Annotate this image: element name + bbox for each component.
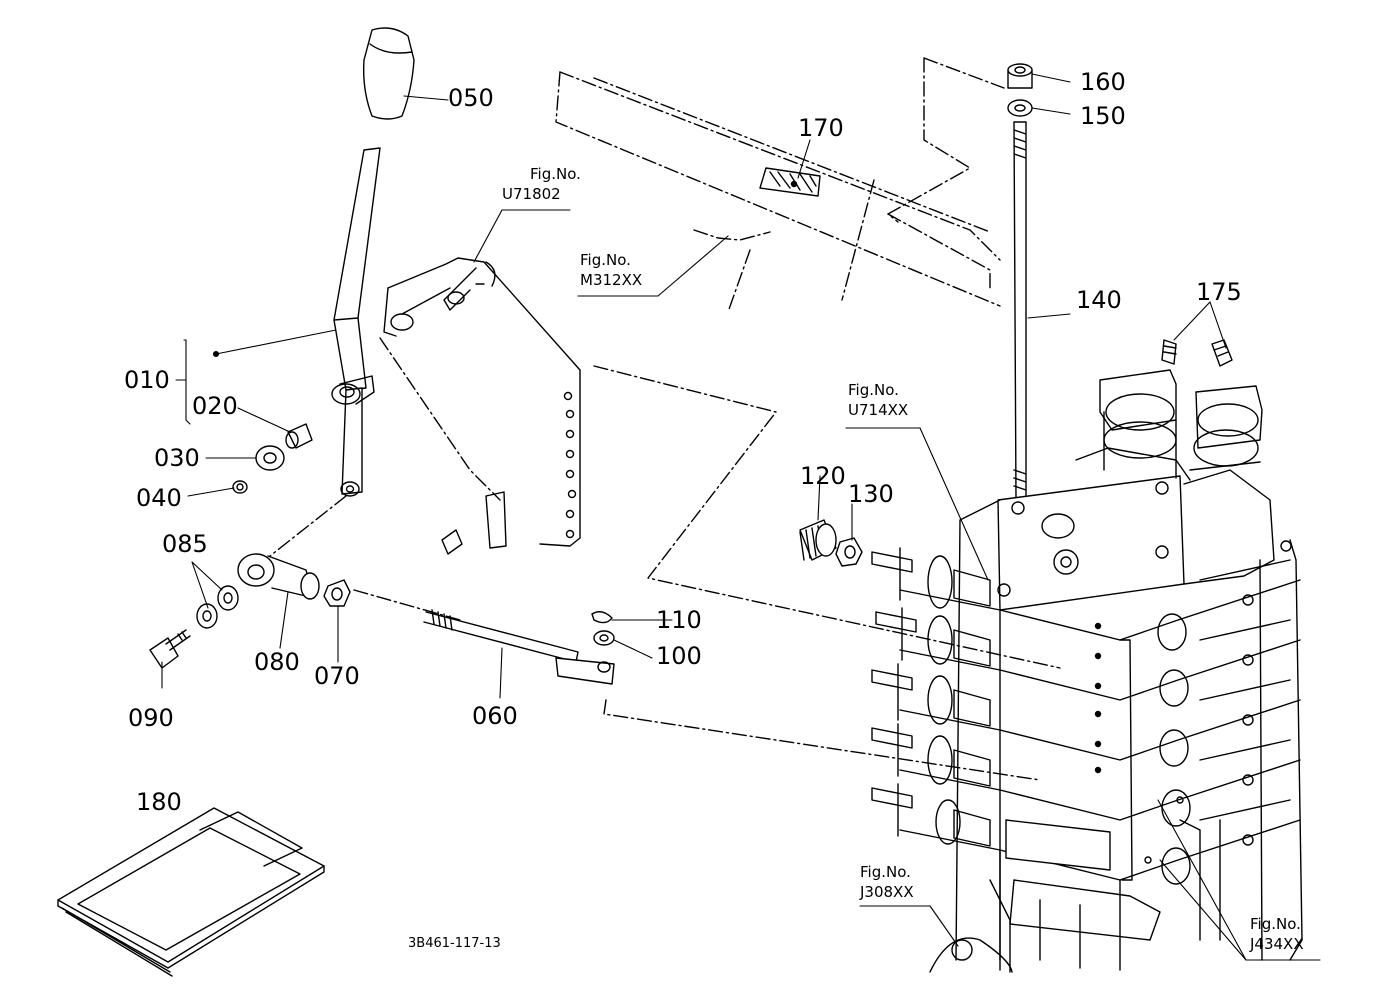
nut-070[interactable] [324,580,350,606]
knob-120[interactable] [800,520,836,560]
figref-j434xx-code: J434XX [1250,935,1304,954]
operators-manual-180[interactable] [58,808,324,976]
figref-u71802[interactable]: Fig.No. U71802 [502,164,581,205]
callout-040[interactable]: 040 [136,484,182,512]
washers-085[interactable] [197,586,238,628]
callout-080[interactable]: 080 [254,648,300,676]
callout-010[interactable]: 010 [124,366,170,394]
callout-180[interactable]: 180 [136,788,182,816]
figref-j308xx-label: Fig.No. [860,863,911,881]
callout-020[interactable]: 020 [192,392,238,420]
callout-110[interactable]: 110 [656,606,702,634]
decal-170[interactable] [760,168,820,196]
washer-100[interactable] [594,631,614,645]
callout-170[interactable]: 170 [798,114,844,142]
callout-030[interactable]: 030 [154,444,200,472]
stud-140[interactable] [1014,122,1026,500]
figref-u714xx-code: U714XX [848,401,909,420]
figref-u714xx[interactable]: Fig.No. U714XX [848,380,908,421]
callout-140[interactable]: 140 [1076,286,1122,314]
figref-u71802-label: Fig.No. [530,165,581,183]
control-valve-block [872,470,1302,972]
snap-ring-040[interactable] [233,481,247,493]
figref-j308xx[interactable]: Fig.No. J308XX [860,862,914,903]
nut-130[interactable] [836,538,862,566]
figref-j308xx-code: J308XX [860,883,914,902]
washer-030[interactable] [256,446,284,470]
nut-160[interactable] [1008,64,1032,88]
callout-160[interactable]: 160 [1080,68,1126,96]
figref-m312xx-code: M312XX [580,271,643,290]
reference-outlines [270,58,1060,780]
bolt-090[interactable] [150,630,190,668]
callout-050[interactable]: 050 [448,84,494,112]
callout-090[interactable]: 090 [128,704,174,732]
figref-m312xx[interactable]: Fig.No. M312XX [580,250,642,291]
control-lever[interactable] [332,28,414,496]
callout-120[interactable]: 120 [800,462,846,490]
callout-060[interactable]: 060 [472,702,518,730]
rod-end-080[interactable] [238,554,319,599]
figref-m312xx-label: Fig.No. [580,251,631,269]
callout-085[interactable]: 085 [162,530,208,558]
figref-u71802-code: U71802 [502,185,561,204]
cotter-pin-110[interactable] [592,612,612,623]
callout-130[interactable]: 130 [848,480,894,508]
figref-j434xx-label: Fig.No. [1250,915,1301,933]
bracket-plate [384,258,580,554]
leader-lines [162,74,1320,960]
washer-150[interactable] [1008,100,1032,116]
drawing-number: 3B461-117-13 [408,936,501,951]
rod-060[interactable] [424,610,614,684]
figref-u714xx-label: Fig.No. [848,381,899,399]
callout-070[interactable]: 070 [314,662,360,690]
callout-150[interactable]: 150 [1080,102,1126,130]
callout-175[interactable]: 175 [1196,278,1242,306]
callout-100[interactable]: 100 [656,642,702,670]
figref-j434xx[interactable]: Fig.No. J434XX [1250,914,1304,955]
bushing-020[interactable] [286,424,312,448]
couplers-175[interactable] [1076,340,1262,480]
